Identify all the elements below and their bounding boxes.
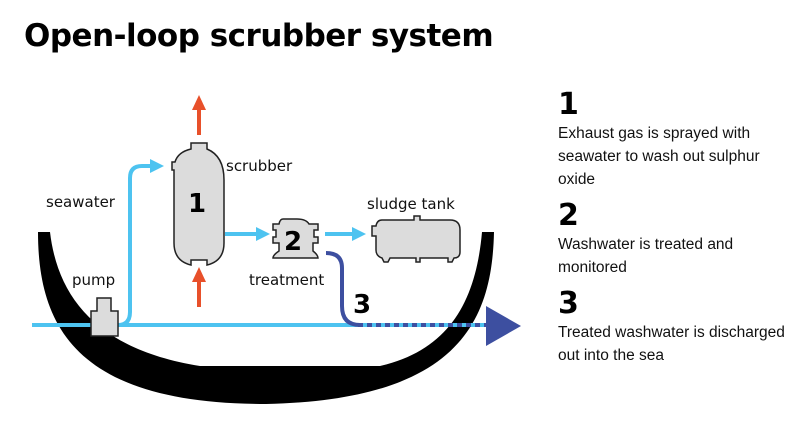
scrubber-label: scrubber (226, 157, 293, 175)
legend-description: Exhaust gas is sprayed with seawater to … (558, 125, 760, 188)
scrubber-to-treatment-arrow-head (256, 227, 270, 241)
pump-label: pump (72, 271, 115, 289)
legend: 1 Exhaust gas is sprayed with seawater t… (558, 88, 798, 375)
treatment-unit (272, 218, 319, 259)
legend-number: 3 (558, 286, 579, 321)
pump (90, 297, 119, 337)
legend-description: Washwater is treated and monitored (558, 236, 734, 276)
legend-number: 2 (558, 198, 579, 233)
exhaust-in-arrow-head (192, 267, 206, 282)
seawater-label: seawater (46, 193, 116, 211)
scrubber-vessel (171, 142, 225, 266)
treatment-number: 2 (284, 227, 302, 257)
treatment-to-sludge-arrow-head (352, 227, 366, 241)
scrubber-number: 1 (188, 189, 206, 219)
discharge-arrow-head (486, 306, 521, 346)
legend-description: Treated washwater is discharged out into… (558, 324, 785, 364)
legend-item-1: 1 Exhaust gas is sprayed with seawater t… (558, 88, 798, 191)
legend-number: 1 (558, 87, 579, 122)
discharge-line (325, 251, 361, 327)
sludge-tank (371, 215, 461, 263)
treatment-label: treatment (249, 271, 324, 289)
seawater-riser-line (117, 164, 152, 327)
legend-item-3: 3 Treated washwater is discharged out in… (558, 287, 798, 367)
exhaust-out-arrow-head (192, 95, 206, 110)
diagram-title: Open-loop scrubber system (24, 18, 494, 54)
legend-item-2: 2 Washwater is treated and monitored (558, 199, 798, 279)
discharge-number: 3 (353, 290, 371, 320)
seawater-arrow-head (150, 159, 164, 173)
sludge-tank-label: sludge tank (367, 195, 455, 213)
ship-hull (38, 232, 494, 404)
